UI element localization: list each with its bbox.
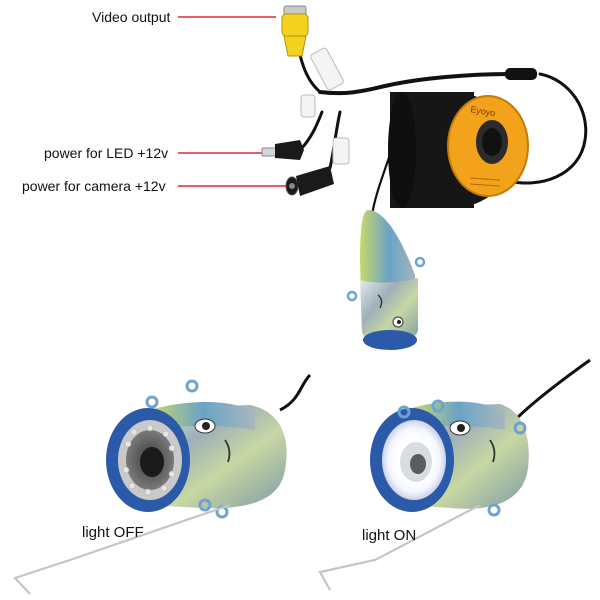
camera-light-off-icon [13, 373, 312, 595]
svg-text:Eyoyo: Eyoyo [470, 104, 496, 118]
caption-light-off: light OFF [82, 524, 144, 541]
callout-power-camera: power for camera +12v [22, 178, 166, 194]
camera-small-icon [346, 210, 426, 350]
cable-junction [505, 68, 537, 80]
cable-tags [300, 47, 350, 165]
power-tag [332, 137, 350, 165]
dc-male-plug-icon [261, 140, 304, 160]
callout-video-output: Video output [92, 9, 171, 25]
cable-reel-icon: Eyoyo [388, 92, 529, 208]
video-tag [310, 47, 344, 91]
camera-light-on-icon [318, 358, 591, 591]
led-tag [300, 94, 316, 118]
callout-lines [178, 16, 286, 187]
rca-plug-icon [281, 5, 309, 57]
dc-female-jack-icon [285, 166, 334, 196]
callout-power-led: power for LED +12v [44, 145, 169, 161]
caption-light-on: light ON [362, 527, 417, 544]
